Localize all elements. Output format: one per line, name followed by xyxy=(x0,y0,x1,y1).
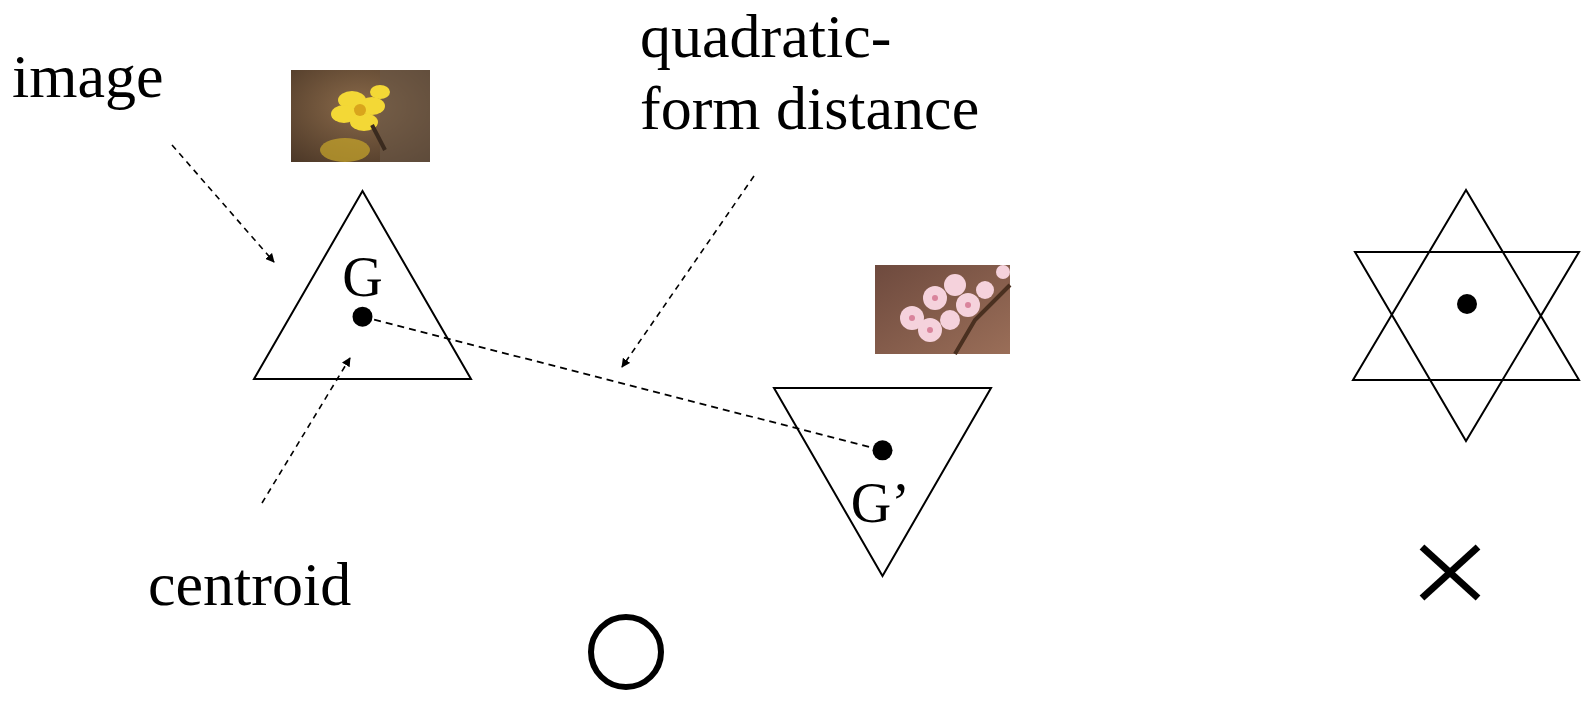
leader-line xyxy=(172,145,754,503)
node-label: G’ xyxy=(851,475,910,531)
triangle-node: G’ xyxy=(773,387,992,577)
distance-line xyxy=(363,317,883,451)
cross-mark xyxy=(1422,547,1478,598)
hexagram xyxy=(1353,190,1579,441)
flower-photo xyxy=(291,70,430,162)
centroid-dot xyxy=(1457,294,1477,314)
triangle-shape xyxy=(254,191,471,379)
callout-label: image xyxy=(12,45,164,107)
blossom-photo xyxy=(875,265,1010,354)
triangle-shape xyxy=(774,388,991,576)
triangle-node: G xyxy=(253,190,472,380)
circle-mark xyxy=(591,617,661,687)
callout-label: quadratic- form distance xyxy=(640,0,984,144)
centroid-dot xyxy=(873,440,893,460)
callout-label: centroid xyxy=(148,553,351,615)
node-label: G xyxy=(342,249,382,305)
centroid-dot xyxy=(353,307,373,327)
